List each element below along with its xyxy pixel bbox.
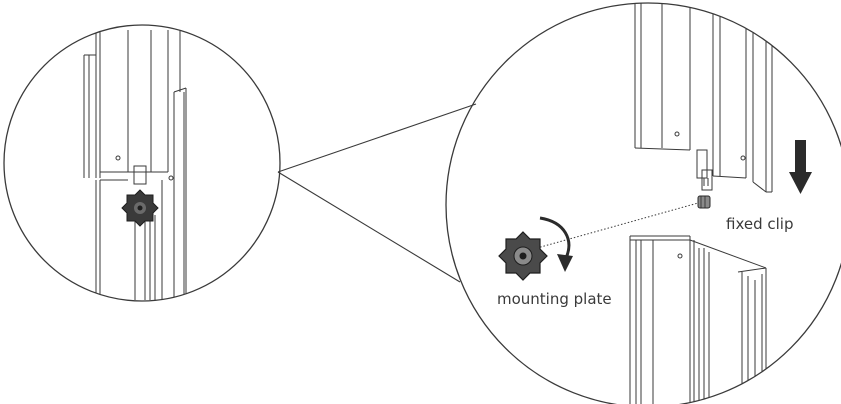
rotate-arrow-icon <box>539 216 573 272</box>
star-knob-icon <box>121 189 159 227</box>
lower-panel <box>629 235 767 404</box>
mounting-plate-label: mounting plate <box>497 290 612 308</box>
star-knob-icon <box>498 231 548 281</box>
alignment-dotted-line <box>529 202 699 251</box>
left-detail-view <box>3 24 281 302</box>
left-zoom-circle <box>3 24 281 302</box>
bolt-icon <box>697 195 711 209</box>
callout-line-lower <box>277 171 461 283</box>
fixed-clip-label: fixed clip <box>726 215 794 233</box>
right-zoom-circle <box>445 2 841 404</box>
callout-lines <box>277 103 477 283</box>
callout-line-upper <box>277 103 477 173</box>
upper-panel <box>634 3 773 193</box>
right-detail-view: fixed clip mounting plate <box>445 2 841 404</box>
down-arrow-icon <box>789 140 812 194</box>
